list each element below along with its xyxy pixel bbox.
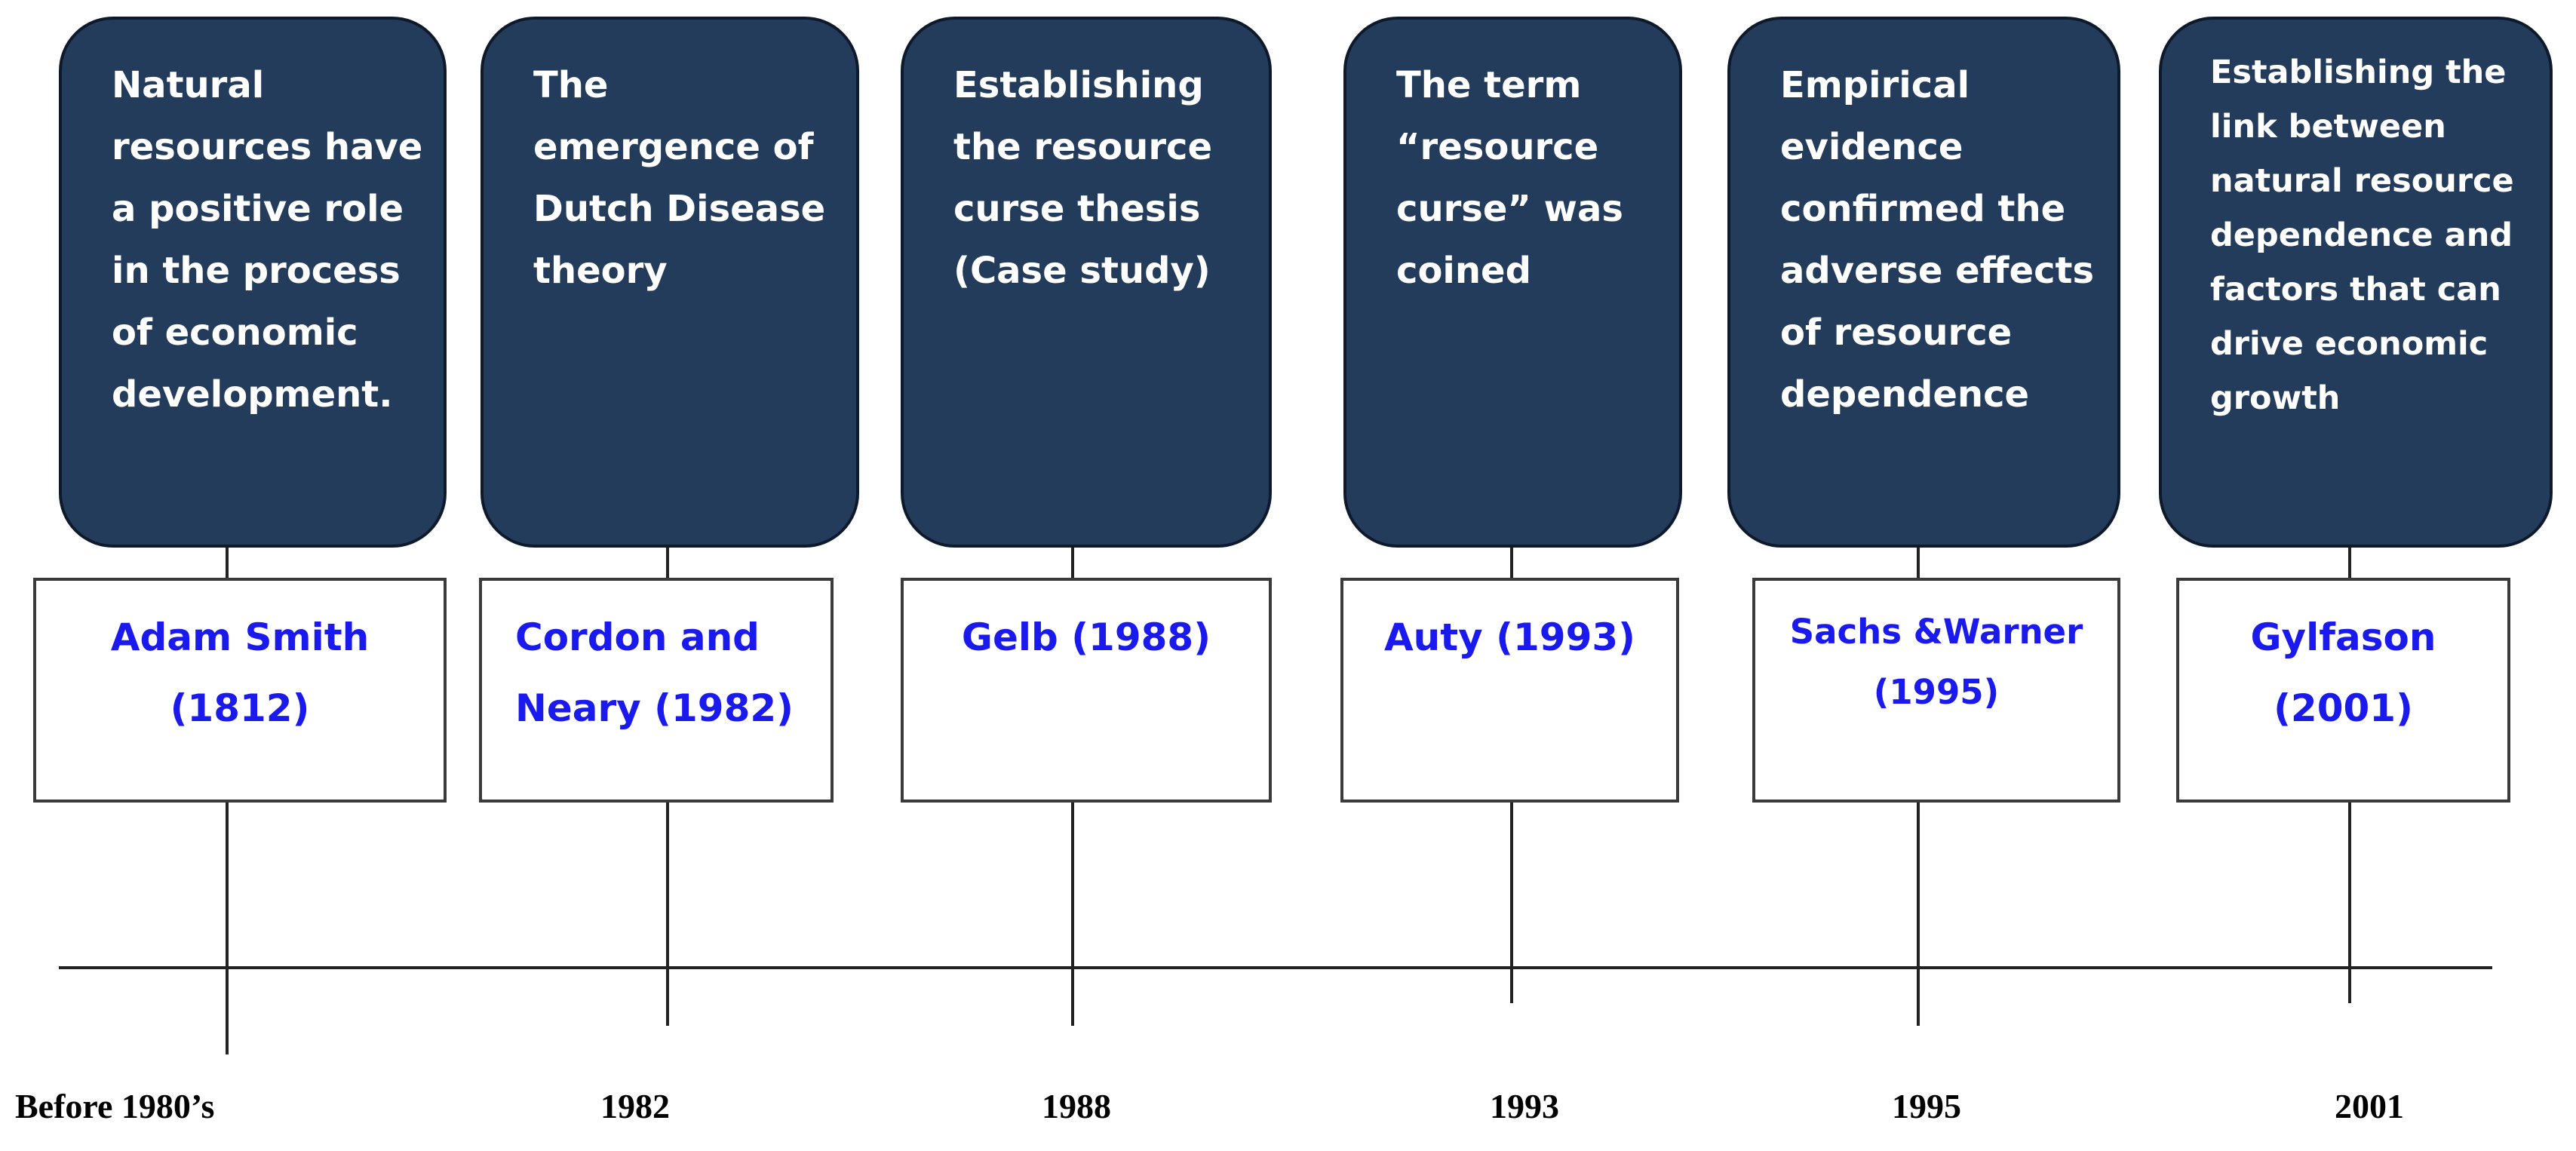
event-3-description-line: Establishing	[953, 64, 1204, 106]
event-4-description-line: curse” was	[1396, 188, 1623, 230]
connector-bottom-5	[1917, 800, 1920, 1026]
event-5-description-line: confirmed the	[1780, 188, 2066, 230]
connector-bottom-6	[2348, 800, 2351, 1003]
event-1-description-line: development.	[112, 373, 393, 416]
author-box-3: Gelb (1988)	[901, 578, 1272, 803]
event-card-2: The emergence of Dutch Disease theory	[481, 17, 859, 548]
event-card-3: Establishing the resource curse thesis (…	[901, 17, 1272, 548]
connector-top-1	[226, 545, 229, 581]
event-5-description-line: dependence	[1780, 373, 2030, 416]
event-1-author-line: Adam Smith	[110, 615, 370, 659]
connector-top-3	[1071, 545, 1074, 581]
connector-bottom-2	[666, 800, 669, 1026]
connector-top-5	[1917, 545, 1920, 581]
author-box-4: Auty (1993)	[1340, 578, 1679, 803]
author-box-1: Adam Smith (1812)	[33, 578, 447, 803]
event-1-description-line: Natural	[112, 64, 265, 106]
event-2-author-line: Neary (1982)	[515, 686, 794, 730]
author-box-5: Sachs &Warner (1995)	[1752, 578, 2120, 803]
event-2-description-line: emergence of	[533, 126, 814, 168]
event-5-author-line: Sachs &Warner	[1789, 612, 2083, 652]
event-5-description-line: evidence	[1780, 126, 1963, 168]
timeline-axis	[59, 966, 2492, 969]
event-6-author-line: Gylfason	[2250, 615, 2436, 659]
event-4-author-line: Auty (1993)	[1383, 615, 1636, 659]
event-2-description-line: Dutch Disease	[533, 188, 826, 230]
author-box-6: Gylfason (2001)	[2176, 578, 2510, 803]
event-5-description-line: of resource	[1780, 312, 2013, 354]
event-3-description-line: curse thesis	[953, 188, 1201, 230]
event-6-author-line: (2001)	[2274, 686, 2413, 730]
event-5-author-line: (1995)	[1873, 672, 2000, 712]
event-6-description-line: factors that can	[2210, 271, 2501, 308]
connector-top-6	[2348, 545, 2351, 581]
event-1-description-line: a positive role	[112, 188, 404, 230]
connector-bottom-3	[1071, 800, 1074, 1026]
event-5-description-line: Empirical	[1780, 64, 1970, 106]
connector-bottom-4	[1510, 800, 1513, 1003]
event-card-1: Natural resources have a positive role i…	[59, 17, 447, 548]
event-5-description-line: adverse effects	[1780, 250, 2095, 292]
event-1-description-line: of economic	[112, 312, 358, 354]
event-6-description-line: drive economic	[2210, 325, 2488, 363]
event-3-description-line: the resource	[953, 126, 1213, 168]
event-6-description-line: natural resource	[2210, 162, 2514, 200]
event-2-description-line: The	[533, 64, 609, 106]
event-3-author-line: Gelb (1988)	[961, 615, 1211, 659]
event-card-6: Establishing the link between natural re…	[2159, 17, 2553, 548]
event-1-description-line: resources have	[112, 126, 423, 168]
event-1-description-line: in the process	[112, 250, 401, 292]
year-label-5: 1995	[1892, 1087, 1961, 1125]
event-4-description-line: The term	[1396, 64, 1582, 106]
event-1-author-line: (1812)	[170, 686, 310, 730]
event-2-author-line: Cordon and	[515, 615, 760, 659]
event-3-description-line: (Case study)	[953, 250, 1211, 292]
event-2-description-line: theory	[533, 250, 668, 292]
year-label-3: 1988	[1042, 1087, 1111, 1125]
year-label-2: 1982	[600, 1087, 670, 1125]
year-label-4: 1993	[1490, 1087, 1559, 1125]
event-4-description-line: coined	[1396, 250, 1531, 292]
event-6-description-line: growth	[2210, 379, 2341, 417]
event-6-description-line: Establishing the	[2210, 54, 2507, 91]
event-card-5: Empirical evidence confirmed the adverse…	[1727, 17, 2120, 548]
event-6-description-line: link between	[2210, 108, 2446, 146]
year-label-1: Before 1980’s	[15, 1087, 215, 1125]
connector-bottom-1	[226, 800, 229, 1054]
connector-top-2	[666, 545, 669, 581]
event-card-4: The term “resource curse” was coined	[1343, 17, 1682, 548]
event-6-description-line: dependence and	[2210, 216, 2513, 254]
connector-top-4	[1510, 545, 1513, 581]
event-4-description-line: “resource	[1396, 126, 1599, 168]
year-label-6: 2001	[2335, 1087, 2404, 1125]
author-box-2: Cordon and Neary (1982)	[479, 578, 834, 803]
